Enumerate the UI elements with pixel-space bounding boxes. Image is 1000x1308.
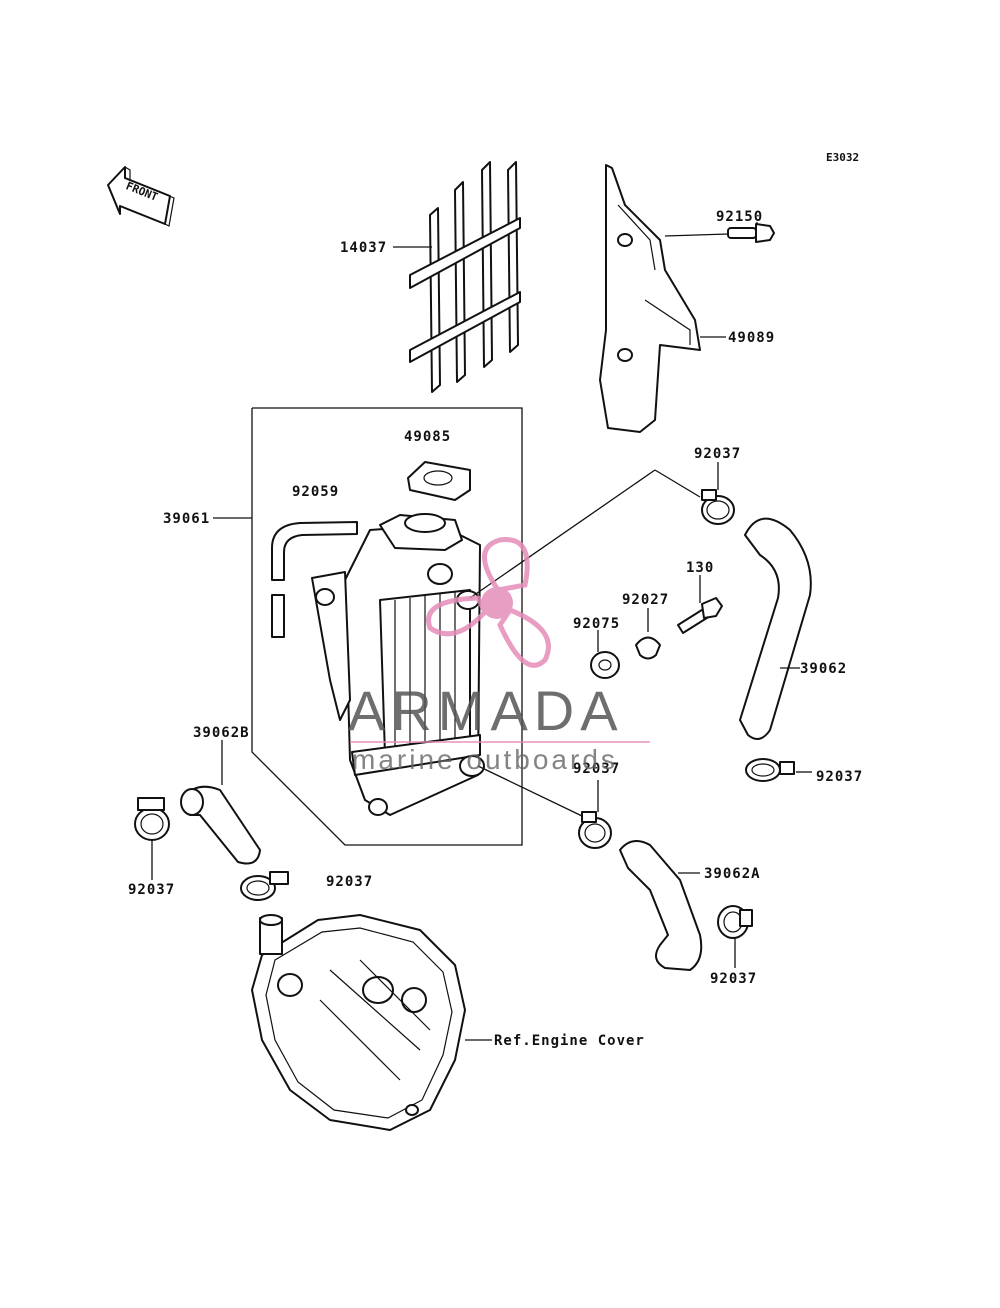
- part-label-49085: 49085: [404, 429, 451, 445]
- front-arrow-icon: FRONT: [107, 166, 175, 227]
- radiator-assembly-outline: [251, 407, 523, 846]
- diagram-code: E3032: [826, 151, 859, 164]
- part-label-92037-left: 92037: [128, 882, 175, 898]
- part-label-92037-right: 92037: [816, 769, 863, 785]
- part-label-39062B: 39062B: [193, 725, 250, 741]
- watermark-subtitle: marine outboards: [352, 744, 618, 775]
- hose-clamp-icon: [717, 905, 753, 939]
- radiator-hose-39062: [739, 517, 812, 740]
- overflow-hose: [271, 521, 358, 638]
- part-label-39062A: 39062A: [704, 866, 761, 882]
- bolt-130-icon: [677, 597, 723, 634]
- hose-clamp-icon: [134, 797, 170, 841]
- radiator-hose-39062a: [619, 840, 703, 971]
- part-label-130: 130: [686, 560, 714, 576]
- part-label-92075: 92075: [573, 616, 620, 632]
- hose-clamp-icon: [578, 811, 612, 849]
- hose-clamp-icon: [240, 871, 289, 901]
- part-label-92027: 92027: [622, 592, 669, 608]
- part-label-92037-lower: 92037: [326, 874, 373, 890]
- part-label-ref-engine-cover: Ref.Engine Cover: [494, 1033, 645, 1049]
- radiator-hose-39062b: [180, 785, 261, 865]
- part-label-39062: 39062: [800, 661, 847, 677]
- radiator-shroud: [599, 164, 701, 433]
- part-label-92037-bottom: 92037: [710, 971, 757, 987]
- part-label-39061: 39061: [163, 511, 210, 527]
- grommet-92075-icon: [590, 651, 620, 679]
- part-label-92150: 92150: [716, 209, 763, 225]
- armada-propeller-logo-icon: [426, 537, 551, 668]
- watermark-title: ARMADA: [348, 679, 624, 742]
- part-label-92059: 92059: [292, 484, 339, 500]
- bolt-92150-icon: [727, 223, 775, 243]
- engine-cover: [251, 914, 466, 1131]
- part-label-92037-top: 92037: [694, 446, 741, 462]
- hose-clamp-icon: [745, 758, 795, 782]
- part-label-92037-mid: 92037: [573, 761, 620, 777]
- hose-clamp-icon: [701, 489, 735, 525]
- washer-92027-icon: [635, 636, 661, 660]
- radiator-cap-icon: [407, 461, 471, 501]
- part-label-14037: 14037: [340, 240, 387, 256]
- part-label-49089: 49089: [728, 330, 775, 346]
- radiator-louver-grille: [409, 161, 521, 393]
